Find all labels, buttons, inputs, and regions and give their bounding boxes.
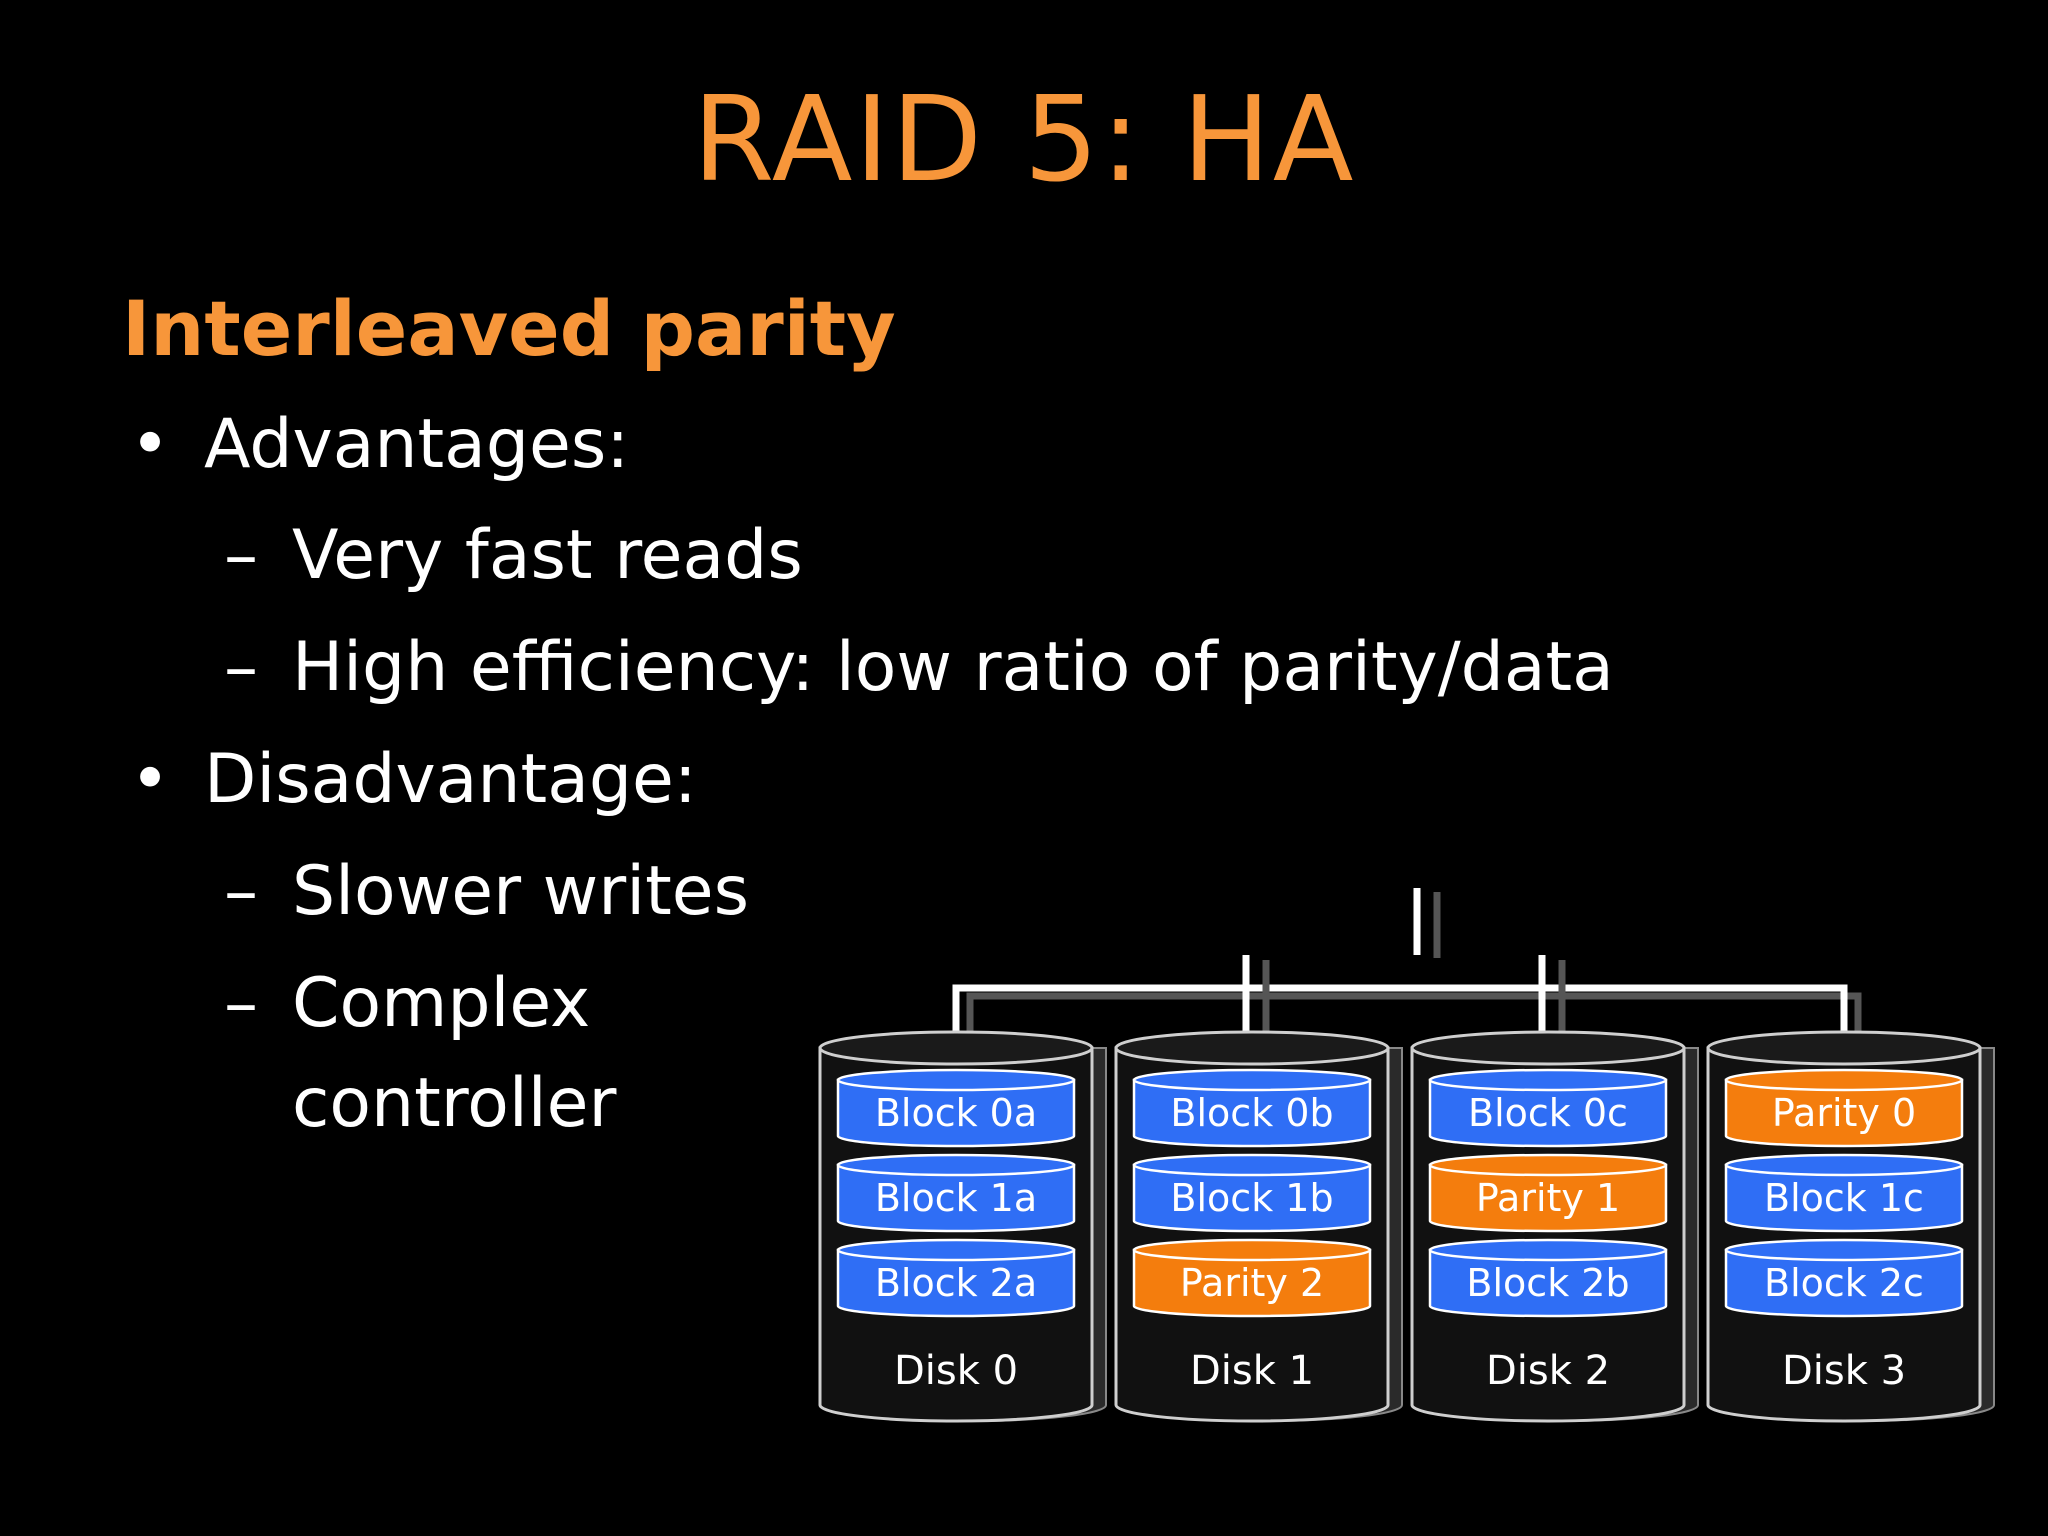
sub-bullet-complex-continued: controller (292, 1064, 616, 1143)
block-top (836, 1153, 1076, 1177)
block-label: Block 1b (1170, 1176, 1333, 1220)
block-label: Block 2c (1764, 1261, 1924, 1305)
disk-label: Disk 3 (1782, 1348, 1906, 1394)
bus-line (952, 984, 1848, 1048)
block-body (836, 1078, 1076, 1148)
data-block: Block 0c (1428, 1068, 1668, 1148)
parity-block: Parity 2 (1132, 1238, 1372, 1318)
disk-1: Block 0b Block 1b Parity 2 Disk 1 (1114, 1030, 1403, 1423)
bullet-mark: • (130, 405, 171, 484)
block-top (1428, 1153, 1668, 1177)
data-block: Block 1a (836, 1153, 1076, 1233)
data-block: Block 0a (836, 1068, 1076, 1148)
block-label: Block 0a (875, 1091, 1037, 1135)
section-heading: Interleaved parity (122, 284, 896, 373)
disk-top (1114, 1030, 1390, 1066)
data-block: Block 1c (1724, 1153, 1964, 1233)
data-block: Block 0b (1132, 1068, 1372, 1148)
block-top (1724, 1153, 1964, 1177)
sub-bullet-efficiency-text: High efficiency: low ratio of parity/dat… (292, 628, 1614, 707)
bullet-disadvantage: • Disadvantage: (130, 740, 697, 819)
block-label: Parity 0 (1772, 1091, 1916, 1135)
block-top (836, 1238, 1076, 1262)
disk-3: Parity 0 Block 1c Block 2c Disk 3 (1706, 1030, 1995, 1423)
block-top (1428, 1068, 1668, 1092)
dash-mark: – (224, 852, 258, 931)
block-body (1132, 1163, 1372, 1233)
block-top (836, 1068, 1076, 1092)
sub-bullet-slower-writes: – Slower writes (224, 852, 750, 931)
block-body (1132, 1248, 1372, 1318)
block-label: Block 1a (875, 1176, 1037, 1220)
block-label: Block 2a (875, 1261, 1037, 1305)
disk-top (818, 1030, 1094, 1066)
bullet-advantages-text: Advantages: (204, 405, 630, 484)
block-body (836, 1163, 1076, 1233)
block-body (1724, 1078, 1964, 1148)
block-label: Block 2b (1466, 1261, 1629, 1305)
block-body (836, 1248, 1076, 1318)
block-body (1428, 1248, 1668, 1318)
block-label: Parity 1 (1476, 1176, 1620, 1220)
block-top (1132, 1153, 1372, 1177)
disk-label: Disk 2 (1486, 1348, 1610, 1394)
sub-bullet-fast-reads-text: Very fast reads (292, 516, 803, 595)
block-label: Block 0b (1170, 1091, 1333, 1135)
sub-bullet-slower-writes-text: Slower writes (292, 852, 750, 931)
block-body (1132, 1078, 1372, 1148)
bullet-advantages: • Advantages: (130, 405, 630, 484)
parity-block: Parity 1 (1428, 1153, 1668, 1233)
disk-top (1706, 1030, 1982, 1066)
block-body (1428, 1163, 1668, 1233)
bus-shadow (966, 992, 1862, 1042)
sub-bullet-complex-continued-text: controller (292, 1064, 617, 1143)
block-top (1724, 1068, 1964, 1092)
block-body (1724, 1163, 1964, 1233)
slide-title: RAID 5: HA (692, 70, 1356, 208)
data-block: Block 2c (1724, 1238, 1964, 1318)
block-label: Block 1c (1764, 1176, 1924, 1220)
block-body (1428, 1078, 1668, 1148)
sub-bullet-fast-reads: – Very fast reads (224, 516, 803, 595)
parity-block: Parity 0 (1724, 1068, 1964, 1148)
dash-mark: – (224, 628, 258, 707)
disk-top (1410, 1030, 1686, 1066)
data-block: Block 2b (1428, 1238, 1668, 1318)
data-block: Block 2a (836, 1238, 1076, 1318)
block-top (1132, 1238, 1372, 1262)
block-top (1132, 1068, 1372, 1092)
sub-bullet-complex: – Complex (224, 964, 591, 1043)
bullet-disadvantage-text: Disadvantage: (204, 740, 697, 819)
sub-bullet-complex-text: Complex (292, 964, 591, 1043)
controller-bus (952, 888, 1862, 1048)
block-label: Parity 2 (1180, 1261, 1324, 1305)
disk-label: Disk 1 (1190, 1348, 1314, 1394)
disk-label: Disk 0 (894, 1348, 1018, 1394)
block-top (1724, 1238, 1964, 1262)
disk-0: Block 0a Block 1a Block 2a Disk 0 (818, 1030, 1107, 1423)
bullet-mark: • (130, 740, 171, 819)
disk-2: Block 0c Parity 1 Block 2b Disk 2 (1410, 1030, 1699, 1423)
data-block: Block 1b (1132, 1153, 1372, 1233)
block-top (1428, 1238, 1668, 1262)
dash-mark: – (224, 964, 258, 1043)
sub-bullet-efficiency: – High efficiency: low ratio of parity/d… (224, 628, 1614, 707)
block-label: Block 0c (1468, 1091, 1628, 1135)
dash-mark: – (224, 516, 258, 595)
block-body (1724, 1248, 1964, 1318)
